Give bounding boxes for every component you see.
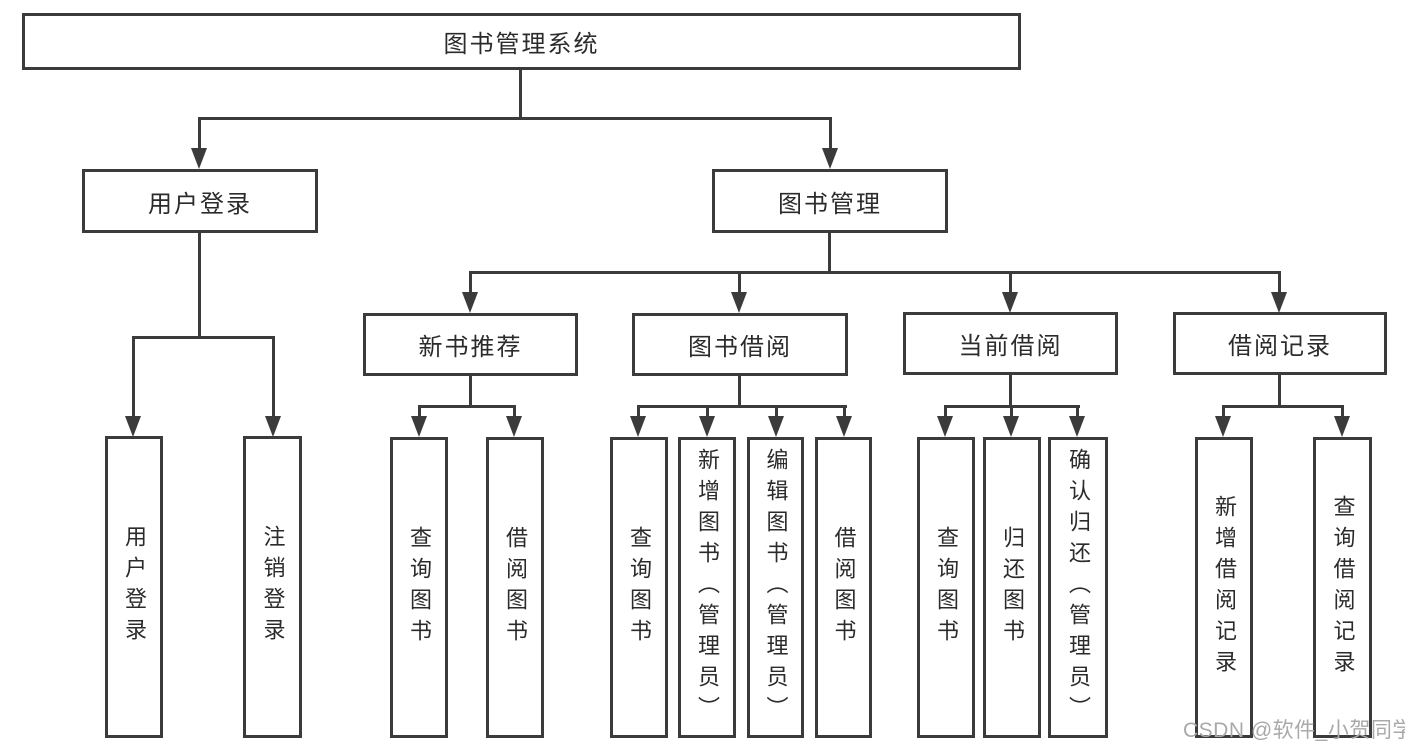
node-label: 图书管理 bbox=[778, 190, 882, 218]
arrow-down-icon bbox=[822, 117, 838, 169]
node-edit-books-admin: 编辑图书（管理员） bbox=[747, 437, 804, 738]
arrow-down-icon bbox=[1069, 405, 1085, 437]
watermark: CSDN @软件_小贺同学 bbox=[1183, 719, 1405, 742]
arrow-down-icon bbox=[411, 405, 427, 437]
arrow-down-icon bbox=[768, 405, 784, 437]
node-label: 图书管理系统 bbox=[443, 31, 600, 58]
node-borrow-records: 借阅记录 bbox=[1173, 312, 1387, 375]
node-label: 归还图书 bbox=[1000, 525, 1025, 650]
node-label: 借阅图书 bbox=[831, 525, 857, 650]
arrow-down-icon bbox=[506, 405, 522, 437]
node-return-books: 归还图书 bbox=[983, 437, 1041, 738]
node-label: 注销登录 bbox=[260, 525, 286, 649]
node-label: 用户登录 bbox=[122, 525, 147, 649]
arrow-down-icon bbox=[462, 271, 478, 313]
node-add-books-admin: 新增图书（管理员） bbox=[678, 437, 736, 738]
node-add-borrow-record: 新增借阅记录 bbox=[1195, 437, 1253, 738]
node-query-books-recommend: 查询图书 bbox=[390, 437, 448, 738]
node-book-borrowing: 图书借阅 bbox=[632, 313, 848, 376]
arrow-down-icon bbox=[731, 271, 747, 313]
connector-line bbox=[198, 117, 832, 120]
connector-line bbox=[637, 405, 847, 408]
node-current-borrowing: 当前借阅 bbox=[903, 312, 1118, 375]
node-library-system: 图书管理系统 bbox=[22, 13, 1021, 70]
connector-line bbox=[519, 70, 522, 118]
arrow-down-icon bbox=[630, 405, 646, 437]
node-label: 查询图书 bbox=[627, 525, 652, 650]
node-label: 借阅图书 bbox=[503, 525, 528, 650]
node-borrow-books-borrowing: 借阅图书 bbox=[815, 437, 872, 738]
node-label: 确认归还（管理员） bbox=[1066, 448, 1091, 727]
arrow-down-icon bbox=[937, 405, 953, 437]
node-label: 新增借阅记录 bbox=[1212, 494, 1237, 681]
node-label: 借阅记录 bbox=[1228, 333, 1332, 360]
connector-line bbox=[418, 405, 516, 408]
node-book-management: 图书管理 bbox=[712, 169, 948, 233]
node-user-login-leaf: 用户登录 bbox=[105, 436, 163, 738]
node-label: 新书推荐 bbox=[418, 334, 523, 361]
node-new-book-recommend: 新书推荐 bbox=[363, 313, 578, 376]
connector-line bbox=[198, 233, 201, 336]
arrow-down-icon bbox=[699, 405, 715, 437]
arrow-down-icon bbox=[1215, 405, 1231, 437]
connector-line bbox=[1278, 375, 1281, 407]
arrow-down-icon bbox=[125, 336, 141, 437]
connector-line bbox=[828, 233, 831, 274]
node-label: 查询借阅记录 bbox=[1330, 494, 1356, 681]
arrow-down-icon bbox=[1002, 271, 1018, 313]
connector-line bbox=[469, 376, 472, 407]
arrow-down-icon bbox=[1271, 271, 1287, 313]
node-label: 当前借阅 bbox=[958, 333, 1063, 360]
node-label: 用户登录 bbox=[148, 190, 252, 218]
node-user-login: 用户登录 bbox=[82, 169, 318, 233]
arrow-down-icon bbox=[191, 117, 207, 169]
node-confirm-return-admin: 确认归还（管理员） bbox=[1048, 437, 1108, 738]
connector-line bbox=[470, 271, 1281, 274]
node-borrow-books-recommend: 借阅图书 bbox=[486, 437, 544, 738]
node-label: 查询图书 bbox=[934, 525, 959, 650]
connector-line bbox=[132, 336, 275, 339]
connector-line bbox=[738, 376, 741, 407]
node-label: 编辑图书（管理员） bbox=[763, 448, 789, 727]
arrow-down-icon bbox=[265, 336, 281, 437]
arrow-down-icon bbox=[1334, 405, 1350, 437]
connector-line bbox=[1009, 375, 1012, 407]
node-label: 查询图书 bbox=[407, 525, 432, 650]
node-query-books-borrowing: 查询图书 bbox=[610, 437, 668, 738]
arrow-down-icon bbox=[836, 405, 852, 437]
arrow-down-icon bbox=[1003, 405, 1019, 437]
connector-line bbox=[1223, 405, 1344, 408]
node-logout: 注销登录 bbox=[243, 436, 302, 738]
node-query-books-current: 查询图书 bbox=[917, 437, 975, 738]
node-label: 图书借阅 bbox=[688, 334, 792, 361]
node-query-borrow-record: 查询借阅记录 bbox=[1313, 437, 1372, 738]
node-label: 新增图书（管理员） bbox=[695, 448, 720, 727]
